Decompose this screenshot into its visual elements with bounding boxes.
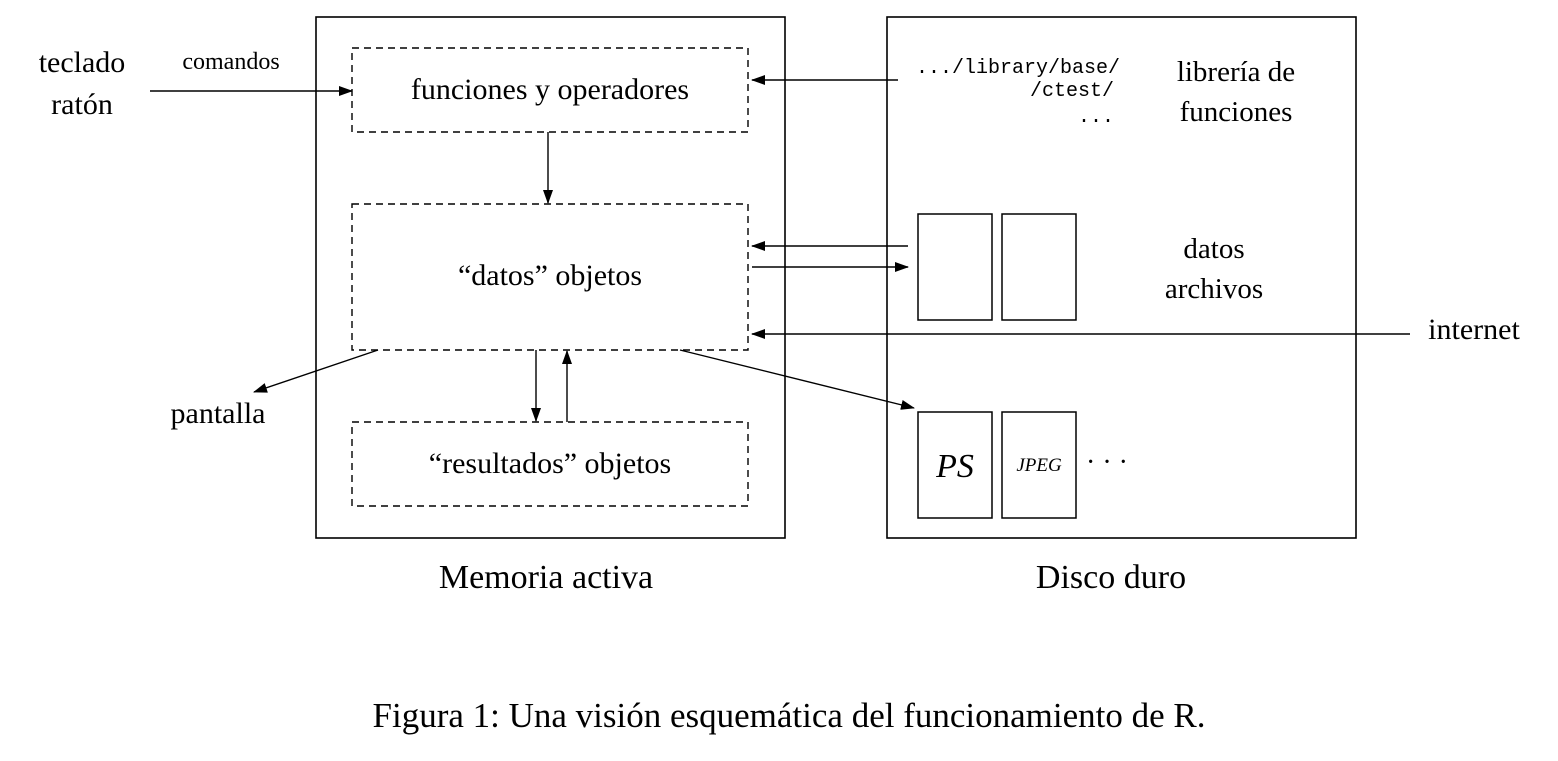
library-path-1: .../library/base/ [916, 57, 1120, 80]
data-to-graphics-arrow [679, 349, 915, 410]
data-file-icon-1 [917, 213, 993, 321]
memory-panel-title: Memoria activa [439, 559, 653, 596]
data-files-label-2: archivos [1165, 273, 1263, 305]
library-path-2: /ctest/ [1030, 80, 1114, 103]
results-objects-label: “resultados” objetos [429, 447, 671, 480]
disk-panel-title: Disco duro [1036, 559, 1186, 596]
ps-file-label: PS [935, 448, 974, 485]
screen-arrow [253, 349, 379, 393]
jpeg-file-label: JPEG [1016, 455, 1062, 476]
more-files-ellipsis: · · · [1086, 447, 1128, 478]
memory-panel [315, 16, 786, 539]
functions-label: funciones y operadores [411, 73, 689, 106]
screen-label: pantalla [171, 397, 266, 430]
jpeg-file-icon [1001, 411, 1077, 519]
data-files-label-1: datos [1183, 233, 1244, 265]
library-label-1: librería de [1177, 56, 1295, 88]
library-path-3: ... [1078, 106, 1114, 129]
data-objects-label: “datos” objetos [458, 259, 642, 292]
keyboard-label: teclado [39, 46, 126, 79]
commands-label: comandos [182, 49, 279, 75]
library-label-2: funciones [1180, 96, 1293, 128]
data-file-icon-2 [1001, 213, 1077, 321]
disk-panel [886, 16, 1357, 539]
results-objects-box [351, 421, 749, 507]
data-objects-box [351, 203, 749, 351]
ps-file-icon [917, 411, 993, 519]
mouse-label: ratón [51, 88, 113, 121]
internet-label: internet [1428, 313, 1520, 346]
figure-caption: Figura 1: Una visión esquemática del fun… [373, 696, 1206, 735]
